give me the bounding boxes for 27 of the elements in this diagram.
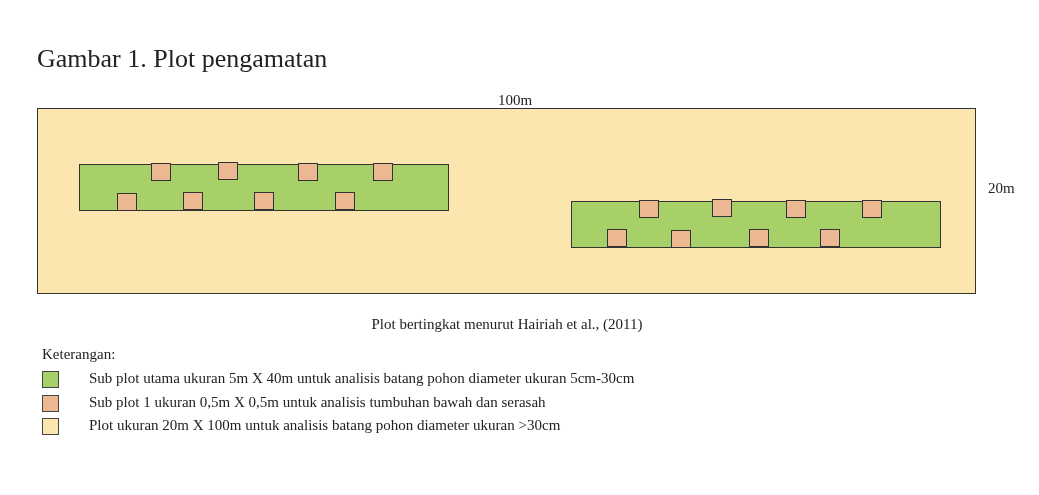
small-subplot — [786, 200, 806, 218]
small-subplot — [820, 229, 840, 247]
legend-text: Sub plot utama ukuran 5m X 40m untuk analisis batang pohon diameter ukuran 5cm-30cm — [89, 370, 635, 387]
small-subplot — [298, 163, 318, 181]
small-subplot — [183, 192, 203, 210]
small-subplot — [749, 229, 769, 247]
small-subplot — [117, 193, 137, 211]
figure-caption: Plot bertingkat menurut Hairiah et al., (2011) — [371, 316, 643, 333]
legend-text: Sub plot 1 ukuran 0,5m X 0,5m untuk analisis tumbuhan bawah dan serasah — [89, 393, 546, 411]
plot-area — [37, 108, 976, 294]
dimension-label: 100m — [498, 92, 533, 109]
small-subplot — [712, 199, 732, 217]
small-subplot — [218, 162, 238, 180]
legend-text: Plot ukuran 20m X 100m untuk analisis batang pohon diameter ukuran >30cm — [89, 417, 561, 434]
legend-heading: Keterangan: — [42, 346, 116, 363]
small-subplot — [862, 200, 882, 218]
main-subplot — [570, 200, 941, 248]
figure-title: Gambar 1. Plot pengamatan — [37, 44, 328, 74]
small-subplot — [607, 229, 627, 247]
small-subplot — [639, 200, 659, 218]
small-subplot — [254, 192, 274, 210]
small-subplot — [373, 163, 393, 181]
small-subplot — [151, 163, 171, 181]
main-subplot — [78, 163, 449, 211]
small-subplot — [671, 230, 691, 248]
dimension-label: 20m — [988, 180, 1015, 197]
small-subplot — [335, 192, 355, 210]
